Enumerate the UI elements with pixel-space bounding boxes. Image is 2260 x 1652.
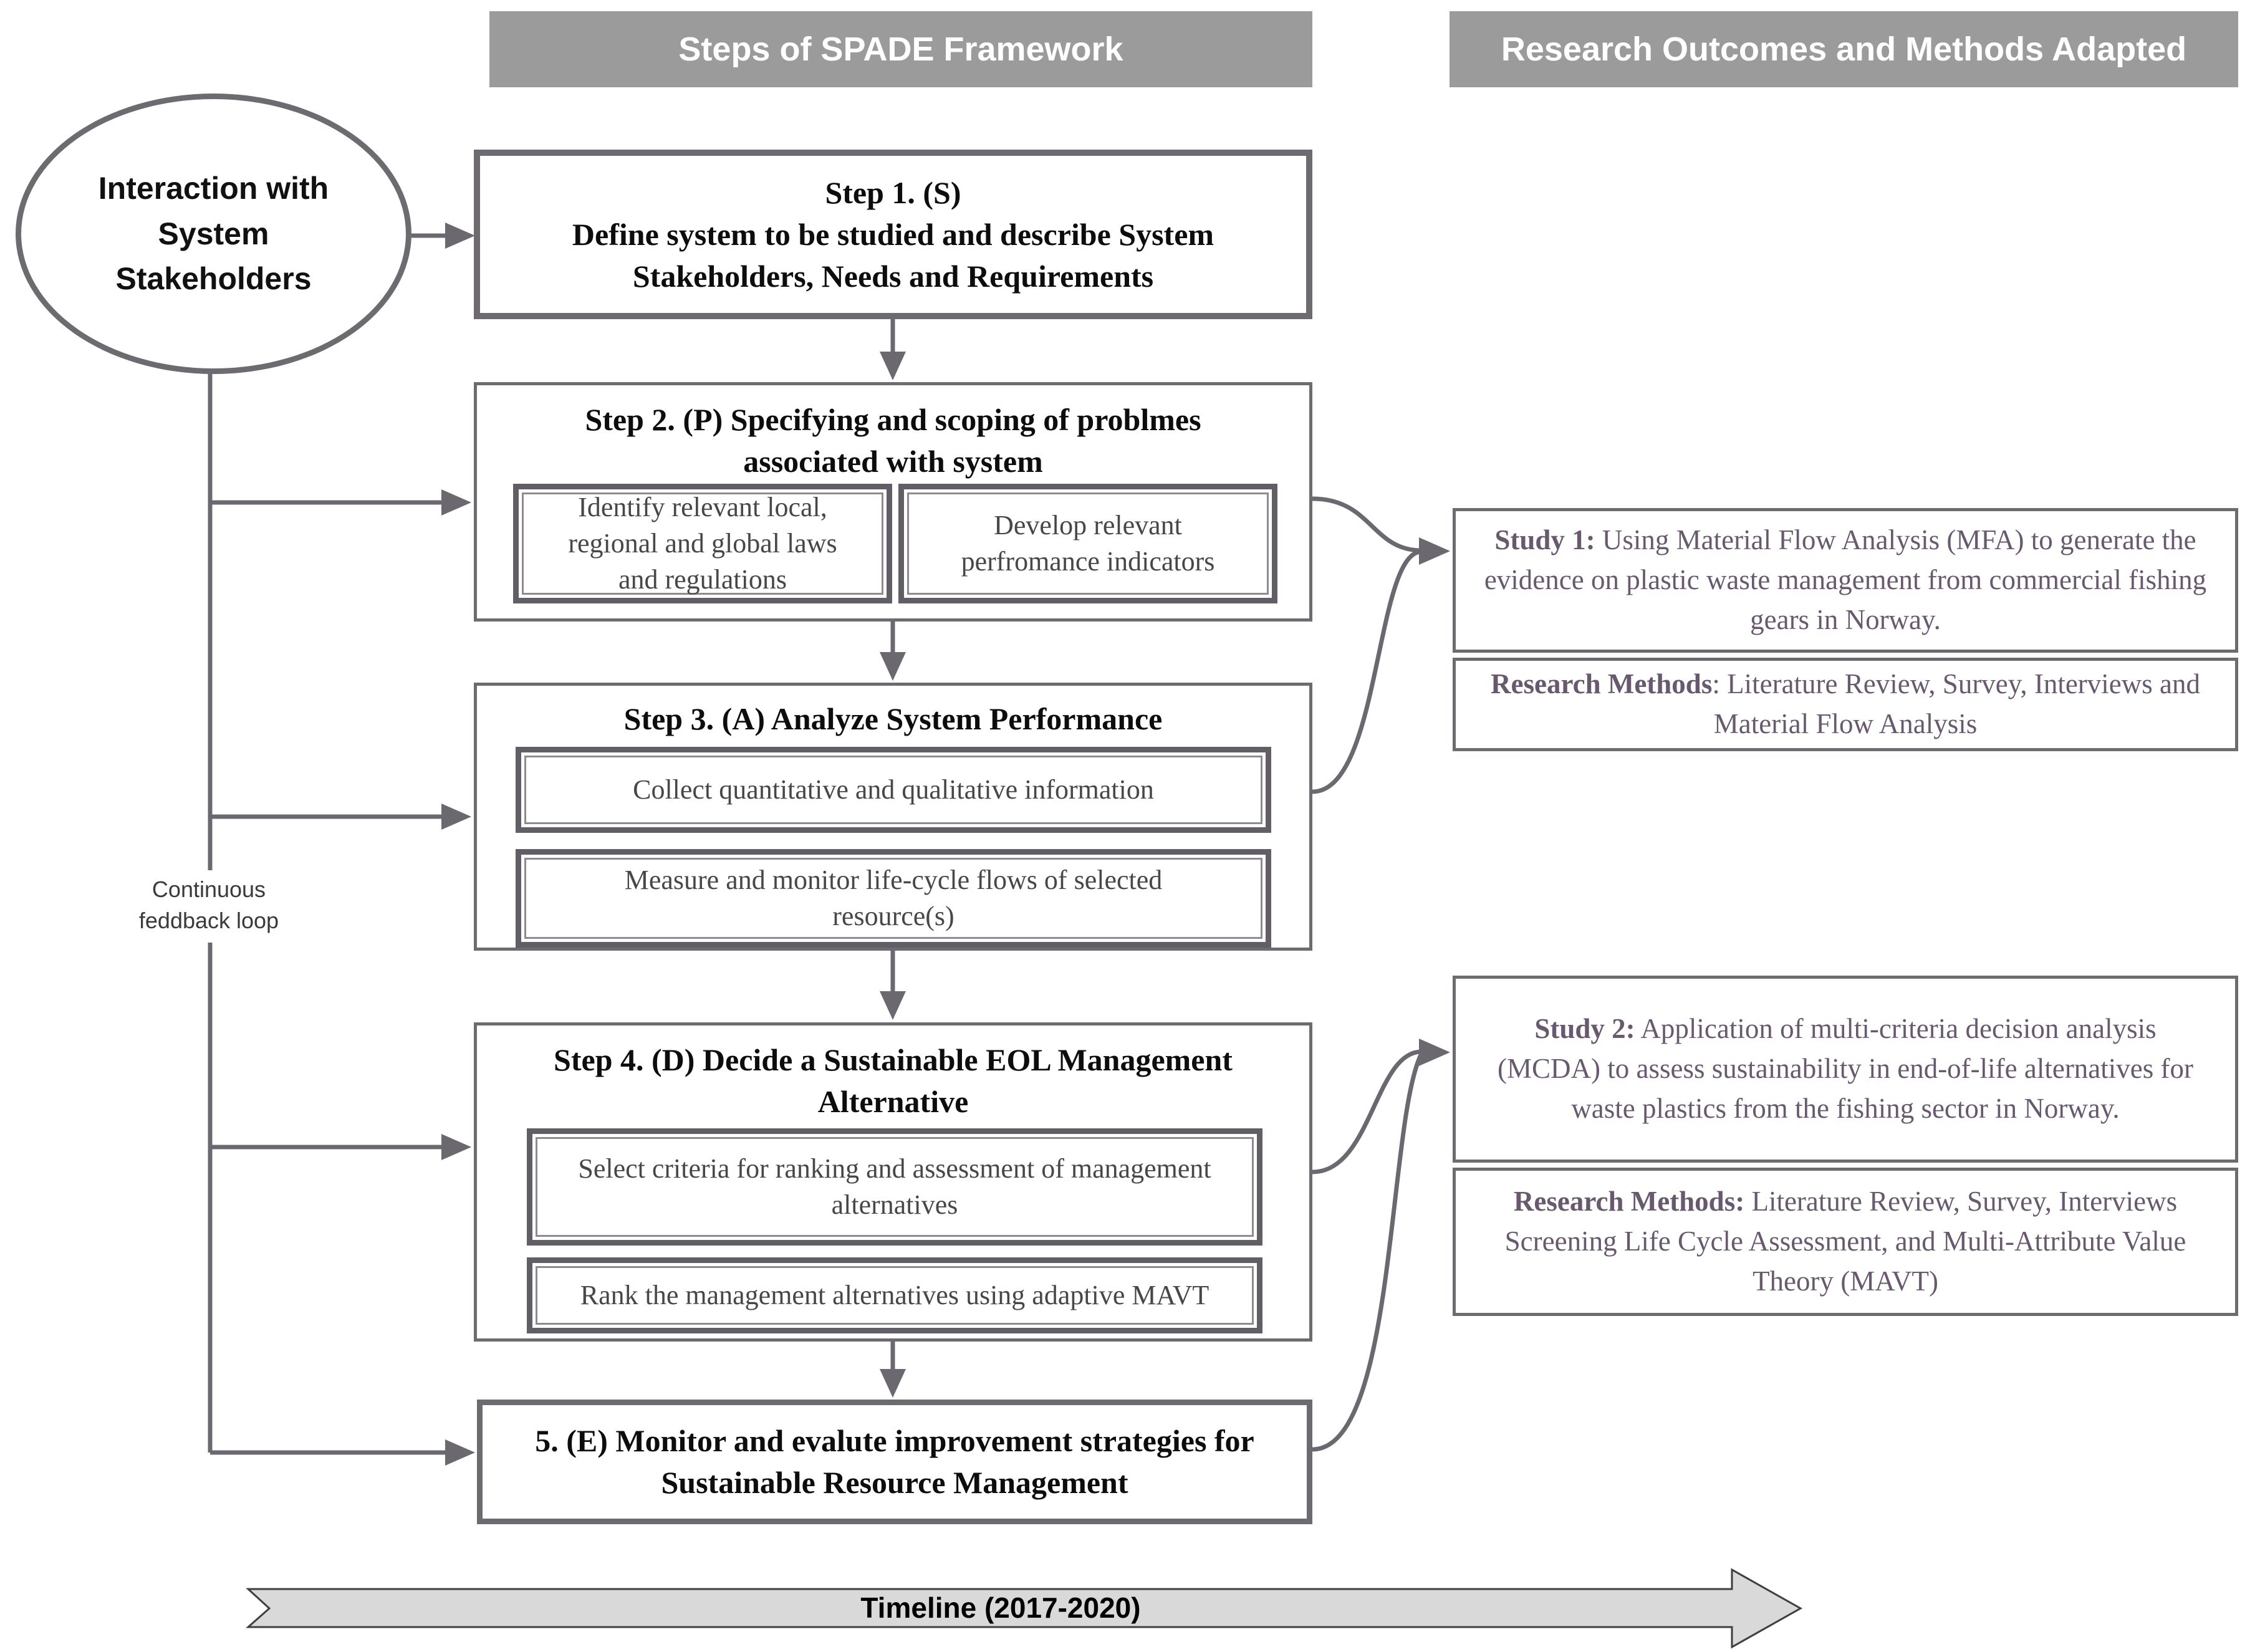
arrowhead-feedback-step4 (441, 1134, 471, 1160)
study2-methods: Research Methods: Literature Review, Sur… (1453, 1168, 2238, 1316)
header-research-outcomes: Research Outcomes and Methods Adapted (1450, 11, 2238, 87)
arrowhead-step2-step3 (880, 652, 906, 681)
arrowhead-step1-step2 (880, 352, 906, 380)
step5-heading: 5. (E) Monitor and evalute improvement s… (535, 1423, 1254, 1500)
step4-box: Step 4. (D) Decide a Sustainable EOL Man… (474, 1022, 1312, 1342)
study1-methods-label: Research Methods (1490, 668, 1713, 700)
study2-text: Application of multi-criteria decision a… (1498, 1013, 2193, 1124)
step3-subbox-measure: Measure and monitor life-cycle flows of … (516, 849, 1271, 948)
step1-text: Define system to be studied and describe… (572, 216, 1214, 294)
study1-text: Using Material Flow Analysis (MFA) to ge… (1484, 524, 2207, 635)
study1-box: Study 1: Using Material Flow Analysis (M… (1453, 508, 2238, 751)
curve-step5-to-study2 (1312, 1052, 1424, 1452)
study2-methods-label: Research Methods: (1513, 1186, 1745, 1217)
curve-step4-to-study2 (1312, 1049, 1422, 1174)
step2-heading: Step 2. (P) Specifying and scoping of pr… (585, 402, 1201, 479)
step3-box: Step 3. (A) Analyze System Performance C… (474, 683, 1312, 951)
curve-step3-to-study1 (1312, 549, 1422, 794)
header-steps-of-spade-framework: Steps of SPADE Framework (489, 11, 1312, 87)
study1-label: Study 1: (1494, 524, 1595, 556)
arrowhead-ellipse-step1 (445, 223, 475, 249)
timeline-label: Timeline (2017-2020) (860, 1592, 1141, 1624)
step4-subbox-criteria: Select criteria for ranking and assessme… (527, 1128, 1262, 1246)
study2-box: Study 2: Application of multi-criteria d… (1453, 976, 2238, 1316)
arrowhead-feedback-step5 (445, 1439, 475, 1466)
step2-subbox-laws: Identify relevant local, regional and gl… (513, 484, 892, 603)
step3-heading: Step 3. (A) Analyze System Performance (623, 701, 1163, 736)
step2-box: Step 2. (P) Specifying and scoping of pr… (474, 382, 1312, 622)
curve-step2-to-study1 (1312, 496, 1422, 553)
step3-subbox-collect: Collect quantitative and qualitative inf… (516, 747, 1271, 833)
arrowhead-feedback-step2 (441, 489, 471, 516)
arrowhead-step4-step5 (880, 1369, 906, 1398)
step4-heading: Step 4. (D) Decide a Sustainable EOL Man… (554, 1042, 1233, 1119)
arrowhead-step3-step4 (880, 991, 906, 1020)
study2-label: Study 2: (1534, 1013, 1635, 1045)
step1-heading: Step 1. (S) (825, 175, 961, 210)
arrowhead-feedback-step3 (441, 804, 471, 830)
timeline-arrow-shape (246, 1568, 1803, 1649)
step2-subbox-indicators: Develop relevant perfromance indicators (898, 484, 1277, 603)
step1-box: Step 1. (S) Define system to be studied … (474, 150, 1312, 319)
study2-methods-text: Literature Review, Survey, Interviews Sc… (1504, 1186, 2186, 1297)
arrowhead-into-study1 (1419, 537, 1450, 565)
arrowhead-into-study2 (1419, 1039, 1450, 1066)
study1-methods: Research Methods: Literature Review, Sur… (1453, 658, 2238, 751)
step5-box: 5. (E) Monitor and evalute improvement s… (477, 1400, 1312, 1524)
study1-methods-text: : Literature Review, Survey, Interviews … (1712, 668, 2201, 739)
study1-description: Study 1: Using Material Flow Analysis (M… (1453, 508, 2238, 653)
study2-description: Study 2: Application of multi-criteria d… (1453, 976, 2238, 1163)
continuous-feedback-label: Continuous feddback loop (87, 874, 330, 937)
step4-subbox-rank: Rank the management alternatives using a… (527, 1257, 1262, 1333)
stakeholders-ellipse: Interaction with System Stakeholders (16, 94, 411, 374)
